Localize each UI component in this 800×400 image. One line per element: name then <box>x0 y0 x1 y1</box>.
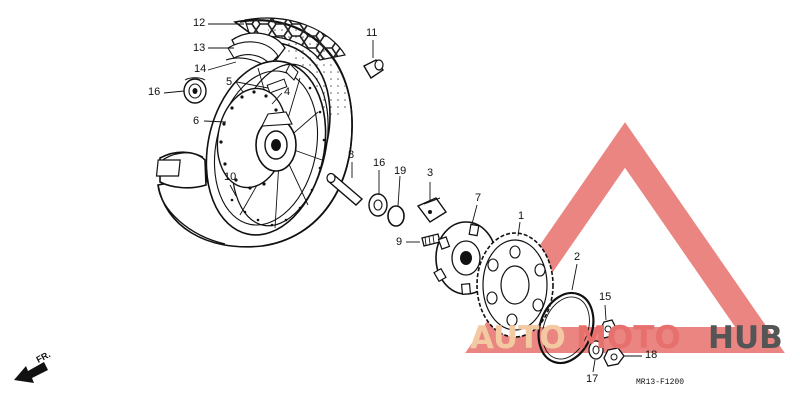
callout-19: 19 <box>394 165 407 177</box>
callout-8: 8 <box>348 149 355 161</box>
bolt <box>421 233 441 247</box>
watermark-text-moto: MOTO <box>576 320 681 356</box>
callout-15: 15 <box>599 291 612 303</box>
washer <box>588 340 604 360</box>
callout-5: 5 <box>226 76 233 88</box>
watermark-logo <box>465 122 785 353</box>
callout-7: 7 <box>475 192 482 204</box>
callout-4: 4 <box>284 86 291 98</box>
inner-tube <box>225 32 286 65</box>
axle-nut <box>603 347 625 367</box>
callout-1: 1 <box>518 210 525 222</box>
callout-11: 11 <box>366 27 378 39</box>
callout-18: 18 <box>645 349 658 361</box>
watermark-text-auto: AUTO <box>470 320 566 356</box>
damper <box>416 197 448 223</box>
wheel-rim <box>205 60 329 236</box>
callout-17: 17 <box>586 373 599 385</box>
chain-seal-ring <box>537 291 595 365</box>
callout-9: 9 <box>396 236 403 248</box>
callout-16-left: 16 <box>148 86 161 98</box>
callout-13: 13 <box>193 42 206 54</box>
bearing-left <box>183 77 207 104</box>
leader-lines <box>163 23 642 373</box>
callout-6: 6 <box>193 115 200 127</box>
sprocket-nut <box>599 319 617 339</box>
bearing-right <box>368 193 388 217</box>
watermark-text-hub: HUB <box>708 320 783 356</box>
callout-16-right: 16 <box>373 157 386 169</box>
callout-2: 2 <box>574 251 581 263</box>
rear-sprocket <box>476 232 554 338</box>
distance-collar <box>326 172 364 206</box>
drawing-code: MR13-F1200 <box>636 378 685 387</box>
callout-12: 12 <box>193 17 206 29</box>
callout-14: 14 <box>194 63 207 75</box>
front-direction-arrow <box>14 362 48 383</box>
rim-band <box>266 63 299 94</box>
valve-cap <box>363 59 384 79</box>
o-ring <box>387 205 405 227</box>
callout-10: 10 <box>224 171 237 183</box>
callout-3: 3 <box>427 167 434 179</box>
